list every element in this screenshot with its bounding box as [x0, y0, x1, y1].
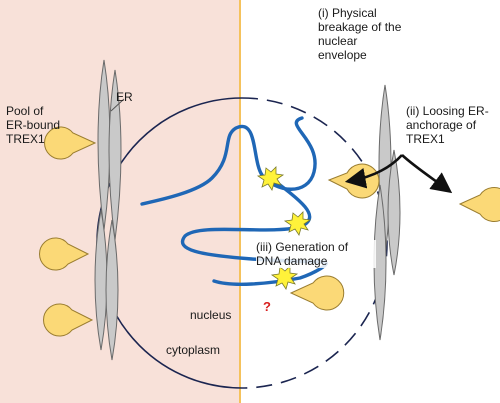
panel-divider — [239, 0, 241, 403]
step-i-label: (i) Physical breakage of the nuclear env… — [318, 6, 402, 62]
trex1-left-pool — [39, 126, 97, 337]
question-mark: ? — [263, 299, 271, 314]
er-pointer-line — [110, 98, 125, 112]
dna-damage-burst — [270, 265, 299, 290]
pool-label: Pool of ER-bound TREX1 — [6, 104, 61, 146]
er-left-stack — [94, 59, 122, 361]
trex1-icon — [43, 303, 94, 337]
step-ii-label: (ii) Loosing ER- anchorage of TREX1 — [406, 104, 489, 146]
trex1-icon — [44, 126, 97, 160]
er-membrane — [94, 209, 108, 351]
trex1-icon — [458, 187, 500, 222]
release-arrow-inward — [344, 154, 403, 189]
nucleus-label: nucleus — [190, 308, 232, 322]
er-right-stack — [373, 84, 401, 341]
trex1-icon — [39, 237, 90, 271]
left-panel-background — [0, 0, 240, 403]
dna-damage-burst — [256, 166, 285, 191]
dna-damage-burst — [283, 211, 312, 236]
er-label: ER — [116, 90, 133, 104]
release-arrow-outward — [401, 154, 453, 194]
er-membrane — [97, 59, 111, 231]
trex1-icon — [289, 275, 345, 311]
step-iii-label: (iii) Generation of DNA damage — [256, 240, 376, 268]
er-membrane — [105, 219, 119, 361]
cytoplasm-label: cytoplasm — [166, 343, 221, 357]
er-membrane — [387, 149, 401, 276]
er-membrane — [373, 184, 387, 341]
